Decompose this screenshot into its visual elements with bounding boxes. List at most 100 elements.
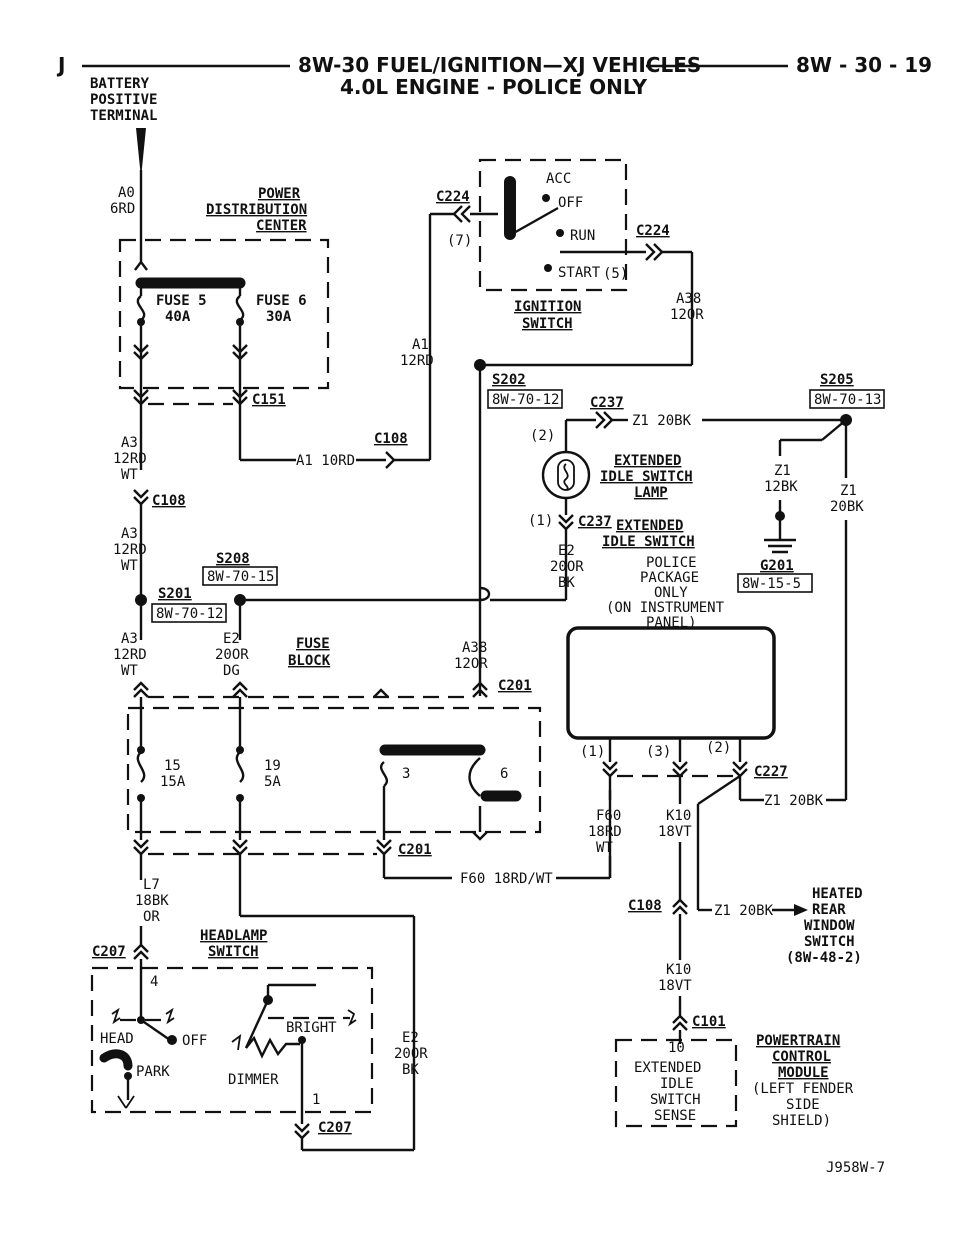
connector-c224-b: C224: [636, 223, 670, 239]
pdc-box: [118, 238, 330, 390]
c227-pin-a: [602, 761, 618, 778]
c151-pin-b: [232, 389, 248, 406]
eis-label-1: EXTENDED: [616, 518, 683, 534]
c237-pin-b: [558, 514, 574, 531]
wire-z1-20bk-1: Z1: [840, 483, 857, 499]
battery-label-2: POSITIVE: [90, 92, 157, 108]
wire-a3c-label-1: A3: [121, 631, 138, 647]
connector-c207-b: C207: [318, 1120, 352, 1136]
c207-pin-bottom: [294, 1123, 310, 1140]
cluster-pin-2: (2): [706, 740, 731, 756]
headlamp-label-1: HEADLAMP: [200, 928, 267, 944]
eis-note-3: ONLY: [654, 585, 688, 601]
headlamp-park: PARK: [136, 1064, 170, 1080]
pcm-label-6: SHIELD): [772, 1113, 831, 1129]
c201-pin-a-top: [133, 681, 149, 698]
fuse-6-name: FUSE 6: [256, 293, 307, 309]
fuse-5-icon: [136, 295, 146, 321]
connector-c237-b: C237: [578, 514, 612, 530]
c108-pin-c: [672, 898, 688, 915]
ign-run: RUN: [570, 228, 595, 244]
wire-k10-label-1: K10: [666, 808, 691, 824]
wire-a3a-label-1: A3: [121, 435, 138, 451]
pcm-box-line-1: EXTENDED: [634, 1060, 701, 1076]
pcm-box-line-3: SWITCH: [650, 1092, 701, 1108]
splice-s205-ref: 8W-70-13: [814, 392, 881, 408]
header-title: 8W-30 FUEL/IGNITION—XJ VEHICLES: [298, 53, 701, 77]
wire-a1-label-1: A1: [412, 337, 429, 353]
connector-c201-a: C201: [498, 678, 532, 694]
headlamp-head: HEAD: [100, 1031, 134, 1047]
c227-pin-c: [732, 761, 748, 778]
battery-label-1: BATTERY: [90, 76, 150, 92]
fuse-15-rating: 15A: [160, 774, 186, 790]
c151-pin-a: [133, 389, 149, 406]
ground-g201-label: G201: [760, 558, 794, 574]
header-subtitle: 4.0L ENGINE - POLICE ONLY: [340, 75, 648, 99]
fuse-6-number: 6: [500, 766, 508, 782]
headlamp-pin-4: 4: [150, 974, 158, 990]
connector-c201-b: C201: [398, 842, 432, 858]
wire-a38a-label-1: A38: [676, 291, 701, 307]
hrw-label-2: REAR: [812, 902, 846, 918]
wire-e2b-label-3: BK: [558, 575, 575, 591]
lamp-pin-1: (1): [528, 513, 553, 529]
connector-c101: C101: [692, 1014, 726, 1030]
c201-pin-b-top: [232, 681, 248, 698]
header-page: 8W - 30 - 19: [796, 53, 932, 77]
wire-a38b-label-2: 12OR: [454, 656, 488, 672]
connector-c224-a: C224: [436, 189, 470, 205]
c224-pin-b: [645, 243, 664, 261]
ign-label-2: SWITCH: [522, 316, 573, 332]
fuse-6-curve: [468, 757, 481, 797]
pcm-label-3: MODULE: [778, 1065, 829, 1081]
wire-z1-mid: Z1 20BK: [764, 793, 824, 809]
wire-a0-label-2: 6RD: [110, 201, 135, 217]
wire-k10-label-2: 18VT: [658, 824, 692, 840]
wire-a3a-label-2: 12RD: [113, 451, 147, 467]
c237-pin-a: [595, 411, 614, 429]
wire-z1-top: Z1 20BK: [632, 413, 692, 429]
fuse-15-number: 15: [164, 758, 181, 774]
fuseblock-label-2: BLOCK: [288, 653, 331, 669]
wire-z1-12bk-2: 12BK: [764, 479, 798, 495]
fuse-6-icon: [235, 295, 245, 321]
c201-pin-c-top: [472, 681, 488, 698]
fuse-5-name: FUSE 5: [156, 293, 207, 309]
c201-pin-b-bot: [232, 839, 248, 856]
wire-e2c-label-3: BK: [402, 1062, 419, 1078]
ign-acc: ACC: [546, 171, 571, 187]
splice-s201: [135, 594, 147, 606]
instrument-cluster-box: [566, 626, 776, 740]
connector-c227: C227: [754, 764, 788, 780]
pcm-label-2: CONTROL: [772, 1049, 831, 1065]
cluster-pin-1: (1): [580, 744, 605, 760]
lamp-label-1: EXTENDED: [614, 453, 681, 469]
ign-label-1: IGNITION: [514, 299, 581, 315]
lamp-label-3: LAMP: [634, 485, 668, 501]
pcm-pin-10: 10: [668, 1040, 685, 1056]
wire-e2b-label-2: 20OR: [550, 559, 584, 575]
pcm-label-4: (LEFT FENDER: [752, 1081, 854, 1097]
pcm-label-5: SIDE: [786, 1097, 820, 1113]
c101-pin: [672, 1014, 688, 1031]
wire-e2c-label-1: E2: [402, 1030, 419, 1046]
hrw-label-4: SWITCH: [804, 934, 855, 950]
pcm-box-line-4: SENSE: [654, 1108, 696, 1124]
fuse-19-rating: 5A: [264, 774, 281, 790]
c227-pin-b: [672, 761, 688, 778]
wire-a0-label-1: A0: [118, 185, 135, 201]
lamp-pin-2: (2): [530, 428, 555, 444]
hrw-label-3: WINDOW: [804, 918, 855, 934]
wire-a1-10rd: A1 10RD: [296, 453, 355, 469]
eis-label-2: IDLE SWITCH: [602, 534, 695, 550]
wire-k10b-label-1: K10: [666, 962, 691, 978]
wire-a38b-label-1: A38: [462, 640, 487, 656]
hrw-label-1: HEATED: [812, 886, 863, 902]
wire-k10b-label-2: 18VT: [658, 978, 692, 994]
fuse-6-rating: 30A: [266, 309, 292, 325]
eis-note-4: (ON INSTRUMENT: [606, 600, 725, 616]
fuseblock-label-1: FUSE: [296, 636, 330, 652]
pdc-label-1: POWER: [258, 186, 301, 202]
ign-pin-5: (5): [603, 266, 628, 282]
